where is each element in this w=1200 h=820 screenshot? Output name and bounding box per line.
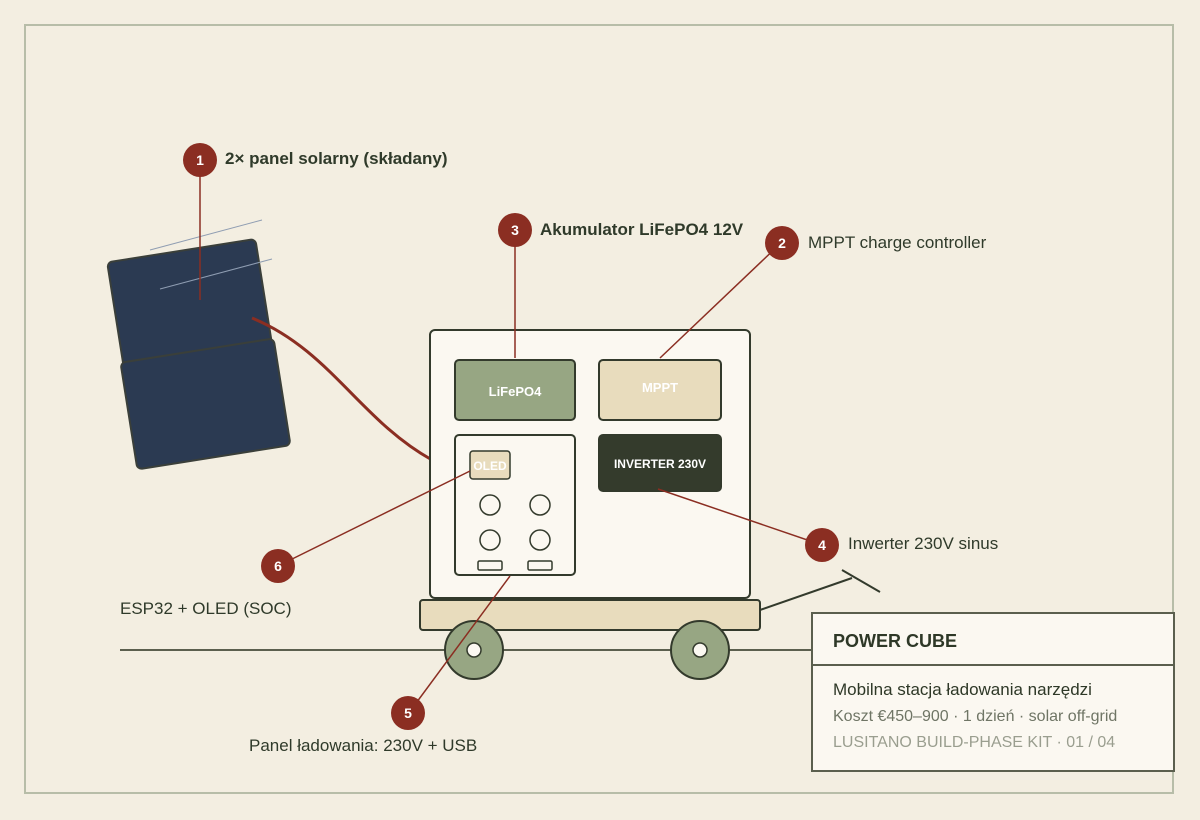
title-block-meta: Koszt €450–900 · 1 dzień · solar off-gri… (833, 708, 1118, 725)
callout-number-3: 3 (511, 222, 519, 238)
drawing-frame (24, 24, 1174, 794)
callout-badge-2: 2 (765, 226, 799, 260)
cart-handle (759, 577, 853, 611)
title-block-title: POWER CUBE (813, 614, 1173, 666)
cart-base (419, 599, 761, 631)
socket-230v (479, 529, 501, 551)
callout-label-mppt: MPPT charge controller (808, 233, 987, 252)
solar-panel-bottom (120, 338, 291, 470)
inverter-module-label: INVERTER 230V (614, 457, 706, 471)
callout-number-2: 2 (778, 235, 786, 251)
battery-module (454, 359, 576, 421)
battery-module-label: LiFePO4 (489, 384, 543, 399)
callout-label-esp32: ESP32 + OLED (SOC) (120, 599, 292, 618)
usb-port (527, 560, 553, 571)
socket-230v (529, 529, 551, 551)
callout-badge-5: 5 (391, 696, 425, 730)
leader-line-4 (657, 488, 823, 546)
wheel-right (670, 620, 730, 680)
leader-line-5 (407, 575, 511, 715)
oled-display (469, 450, 511, 480)
callout-label-battery: Akumulator LiFePO4 12V (540, 220, 744, 239)
mppt-module (598, 359, 722, 421)
callout-number-5: 5 (404, 705, 412, 721)
usb-port (477, 560, 503, 571)
solar-cable (251, 316, 433, 462)
callout-label-inverter: Inwerter 230V sinus (848, 534, 999, 553)
callout-badge-3: 3 (498, 213, 532, 247)
panel-fold-line (149, 219, 263, 251)
panel-fold-line (159, 258, 273, 290)
callout-number-1: 1 (196, 152, 204, 168)
socket-230v (479, 494, 501, 516)
title-block: POWER CUBE Mobilna stacja ładowania narz… (811, 612, 1175, 772)
title-block-kit: LUSITANO BUILD-PHASE KIT · 01 / 04 (833, 734, 1116, 751)
callout-label-solar-panels: 2× panel solarny (składany) (225, 149, 448, 168)
solar-panels (106, 219, 291, 470)
inverter-module (598, 434, 722, 492)
callout-number-4: 4 (818, 537, 826, 553)
cart-handle-grip (841, 569, 881, 593)
callout-badge-4: 4 (805, 528, 839, 562)
callout-label-charging-panel: Panel ładowania: 230V + USB (249, 736, 478, 755)
socket-230v (529, 494, 551, 516)
callout-number-6: 6 (274, 558, 282, 574)
title-block-subtitle: Mobilna stacja ładowania narzędzi (833, 680, 1092, 699)
leader-line-2 (659, 241, 783, 359)
wheel-left (444, 620, 504, 680)
oled-display-label: OLED (473, 459, 507, 473)
callout-badge-1: 1 (183, 143, 217, 177)
leader-lines (199, 176, 823, 715)
mppt-module-label: MPPT (642, 380, 678, 395)
leader-line-6 (277, 470, 471, 567)
callout-badge-6: 6 (261, 549, 295, 583)
